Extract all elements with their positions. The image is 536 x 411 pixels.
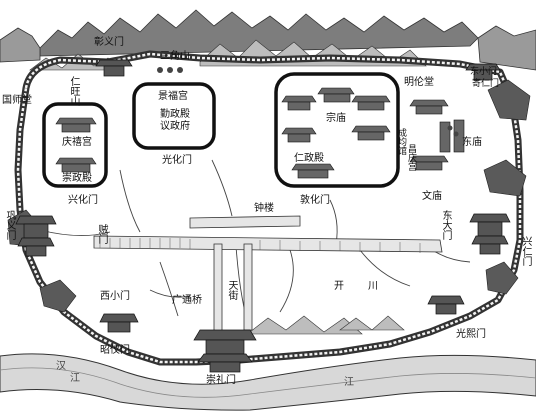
gate-tower-guangxi (427, 295, 465, 315)
palace-buildings (55, 87, 465, 179)
avenue-hatching (99, 238, 421, 253)
gate-towers (15, 59, 511, 373)
place-label-minglun-tang: 明伦堂 (404, 77, 434, 88)
place-label-dongmiao: 东庙 (462, 137, 482, 148)
han-river (0, 353, 536, 411)
river-label-right: 江 (344, 377, 354, 388)
gate-label-dongxiao: 东小门 (470, 67, 498, 77)
gate-label-gongyi: 巩义门 (4, 210, 15, 240)
city-wall-inner (16, 52, 522, 364)
gate-tower-xiaomen (99, 313, 139, 333)
gate-tower-chongli (193, 329, 257, 373)
palace-label-chongzheng-dian: 崇政殿 (62, 173, 92, 184)
place-label-renwang-shan: 仁旺山 (68, 76, 79, 106)
river-label-han-2: 江 (70, 373, 80, 384)
place-label-kaichuan-2: 川 (368, 281, 378, 292)
gate-label-xiaomen: 西小门 (100, 291, 130, 302)
gate-label-chongli: 崇礼门 (206, 375, 236, 386)
gate-label-jiren: 寄仁门 (472, 79, 500, 89)
river-label-han-1: 汉 (56, 361, 66, 372)
place-label-guangtong-qiao: 广通桥 (172, 295, 202, 306)
gate-label-dongda: 东大门 (440, 210, 451, 240)
gate-label-jianmen: 贼门 (96, 224, 107, 244)
gate-label-guangxi: 光熙门 (456, 329, 486, 340)
gate-label-dunhua: 敦化门 (300, 195, 330, 206)
trees (157, 67, 459, 137)
place-label-sanjiao-shan: 三角山 (160, 51, 190, 62)
gate-label-xinghua: 兴化门 (68, 195, 98, 206)
gate-label-zhangyi: 彰义门 (94, 37, 124, 48)
place-label-guoshi-tang: 国师堂 (2, 95, 32, 106)
place-label-kaichuan-1: 开 (334, 281, 344, 292)
gate-tower-dongxiao (465, 63, 501, 81)
place-label-chengjun-guan: 成均馆 (396, 128, 406, 155)
palace-label-qingxi-gong: 庆禧宫 (62, 137, 92, 148)
place-label-renzheng-dian: 仁政殿 (294, 153, 324, 164)
place-label-changqing-gong: 昌庆宫 (406, 144, 416, 171)
palace-walls (42, 72, 400, 188)
main-avenues (93, 215, 443, 343)
place-label-zongmiao: 宗庙 (326, 113, 346, 124)
gate-tower-gongyi (15, 215, 57, 257)
place-label-yizheng-fu: 议政府 (160, 121, 190, 132)
place-label-zhonglou: 钟楼 (254, 203, 274, 214)
gate-label-xingren: 兴仁门 (520, 236, 531, 266)
gate-label-zhaoyi: 昭仪门 (100, 345, 130, 356)
place-label-qinzheng-dian: 勤政殿 (160, 109, 190, 120)
gate-tower-xingren (469, 213, 511, 255)
place-label-wenmiao: 文庙 (422, 191, 442, 202)
gate-tower-zhangyi (95, 59, 133, 77)
place-label-tianjie: 天街 (226, 280, 237, 300)
northern-mountains (0, 9, 536, 71)
gate-label-guanghua: 光化门 (162, 155, 192, 166)
palace-label-jingfu-gong: 景福宫 (158, 91, 188, 102)
